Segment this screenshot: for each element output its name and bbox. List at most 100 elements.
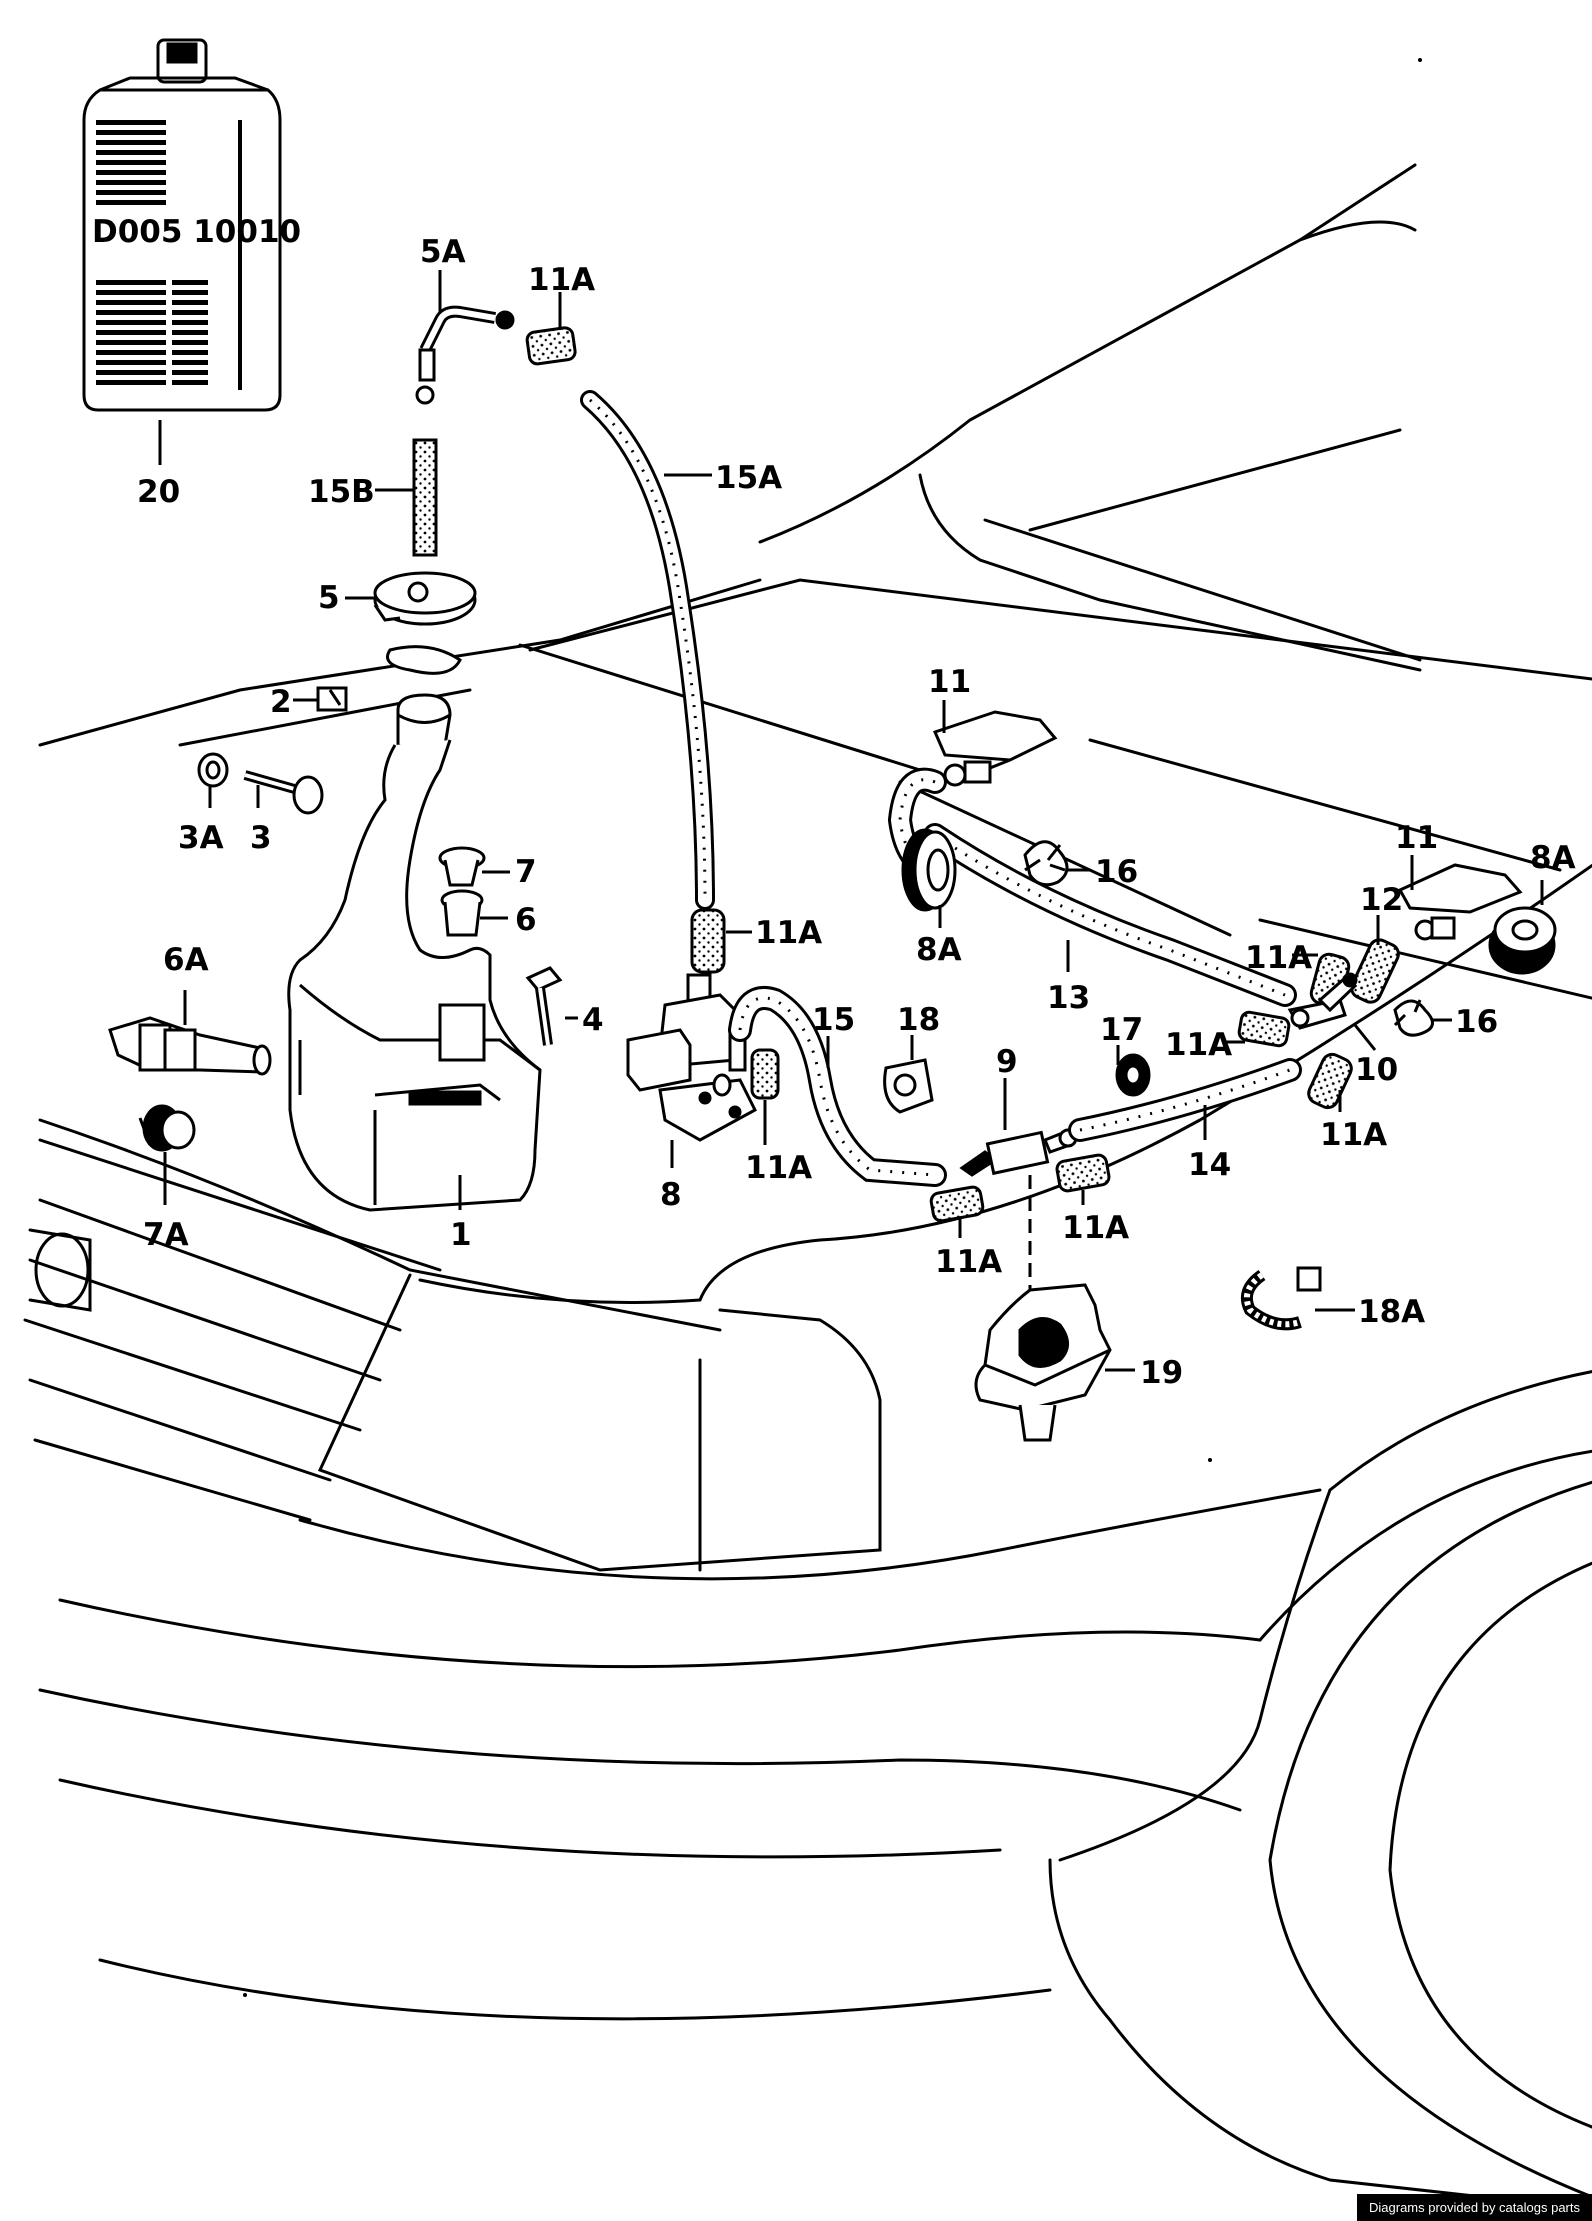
label-19: 19: [1140, 1355, 1183, 1391]
washer-reservoir-1: [287, 693, 542, 1212]
hose-15: [728, 986, 947, 1187]
bumper-top: [298, 1488, 1322, 1581]
headlight-box: [317, 1273, 882, 1572]
label-3: 3: [250, 820, 272, 856]
grille-line-5: [28, 1378, 332, 1482]
clip-16-top: [1023, 840, 1069, 887]
hood-panel-line-2: [518, 643, 922, 772]
credit-badge: Diagrams provided by catalogs parts: [1357, 2194, 1592, 2221]
label-18: 18: [897, 1002, 940, 1038]
label-8: 8: [660, 1177, 682, 1213]
label-11a-right3: 11A: [1320, 1117, 1387, 1153]
hose-15b: [412, 438, 438, 557]
tire-outer: [1268, 1480, 1592, 2199]
windshield-pillar: [1298, 220, 1417, 242]
windshield-glass-line-2: [983, 518, 1422, 662]
washer-fluid-bottle: [82, 38, 282, 412]
leader-10: [1353, 1024, 1377, 1051]
tire-inner: [1388, 1561, 1592, 2129]
label-11-right: 11: [1395, 820, 1438, 856]
label-11a-top: 11A: [528, 262, 595, 298]
label-5a: 5A: [420, 234, 466, 270]
sleeve-11a-bottom1: [929, 1185, 985, 1223]
label-11a-midhose: 11A: [755, 915, 822, 951]
fog-light-bezel: [28, 1228, 92, 1312]
label-1: 1: [450, 1217, 472, 1253]
hood-front-edge: [418, 1278, 702, 1304]
label-11a-pump: 11A: [745, 1150, 812, 1186]
hose-15a: [580, 390, 715, 910]
grille-top: [38, 1118, 722, 1332]
label-4: 4: [582, 1002, 604, 1038]
clip-18: [883, 1058, 934, 1114]
bottle-code: D005 10010: [92, 214, 301, 250]
hose-elbow-5a: [415, 305, 515, 405]
label-9: 9: [996, 1044, 1018, 1080]
bumper-bottom: [58, 1778, 1002, 1859]
hood-crease: [528, 578, 1592, 681]
label-16-right: 16: [1455, 1004, 1498, 1040]
label-11a-right1: 11A: [1245, 940, 1312, 976]
label-20: 20: [137, 474, 180, 510]
callout-labels: 20 5A 11A 15A 15B 5 2 3A 3 7 6 6A 4 7A 1…: [137, 234, 1576, 1391]
bracket-19: [974, 1283, 1112, 1442]
label-14: 14: [1188, 1147, 1231, 1183]
washer-3a: [197, 752, 229, 788]
speck-3: [1208, 1458, 1212, 1462]
tire-bottom: [1108, 2018, 1592, 2211]
sleeve-11a-bottom2: [1055, 1153, 1111, 1193]
grommet-7: [438, 846, 486, 887]
grille-line-4: [23, 1318, 362, 1432]
bumper-mid: [58, 1598, 1262, 1669]
hose-12: [1350, 938, 1400, 1004]
label-7a: 7A: [143, 1217, 189, 1253]
speck-2: [243, 1993, 247, 1997]
label-13: 13: [1047, 980, 1090, 1016]
label-15b: 15B: [308, 474, 375, 510]
label-11a-bottom1: 11A: [935, 1244, 1002, 1280]
label-6: 6: [515, 902, 537, 938]
label-10: 10: [1355, 1052, 1398, 1088]
label-16-top: 16: [1095, 854, 1138, 890]
fender-line: [1258, 918, 1592, 1000]
screw-3: [243, 770, 324, 815]
label-17: 17: [1100, 1012, 1143, 1048]
grille-line-1: [38, 1138, 442, 1272]
grommet-7a: [138, 1104, 196, 1152]
speck-1: [1418, 58, 1422, 62]
sleeve-11a-pump: [750, 1048, 780, 1100]
washer-nozzle-11-right: [1397, 863, 1523, 941]
clip-2: [316, 686, 348, 712]
bolt-4: [525, 966, 563, 1046]
label-12: 12: [1360, 882, 1403, 918]
hose-14: [1068, 1058, 1302, 1142]
grille-line-3: [28, 1258, 382, 1382]
grille-line-6: [33, 1438, 312, 1522]
windshield-glass-line: [1028, 428, 1402, 532]
t-connector-10: [1287, 972, 1358, 1030]
front-bumper-corner: [1058, 1488, 1332, 1862]
label-5: 5: [318, 580, 340, 616]
label-3a: 3A: [178, 820, 224, 856]
label-15: 15: [812, 1002, 855, 1038]
sleeve-11a-top: [525, 326, 577, 366]
wheel-arch: [1328, 1370, 1592, 1492]
sleeve-11a-right2: [1237, 1010, 1291, 1048]
hose-13: [923, 823, 1297, 1007]
sleeve-11a-midhose: [690, 908, 726, 974]
car-body-outline: [23, 163, 1592, 2211]
label-8a-left: 8A: [916, 932, 962, 968]
check-valve-9: [959, 1128, 1078, 1177]
grommet-8a-left: [901, 828, 957, 912]
windshield-frame: [758, 163, 1417, 544]
grommet-8a-right: [1488, 906, 1557, 975]
washer-pump-cap-5: [373, 571, 477, 675]
skirt-line: [1048, 1858, 1112, 2022]
label-11a-right2: 11A: [1165, 1027, 1232, 1063]
label-8a-right: 8A: [1530, 840, 1576, 876]
washer-pump-8: [626, 973, 757, 1142]
clip-16-right: [1393, 999, 1434, 1037]
label-15a: 15A: [715, 460, 782, 496]
label-6a: 6A: [163, 942, 209, 978]
